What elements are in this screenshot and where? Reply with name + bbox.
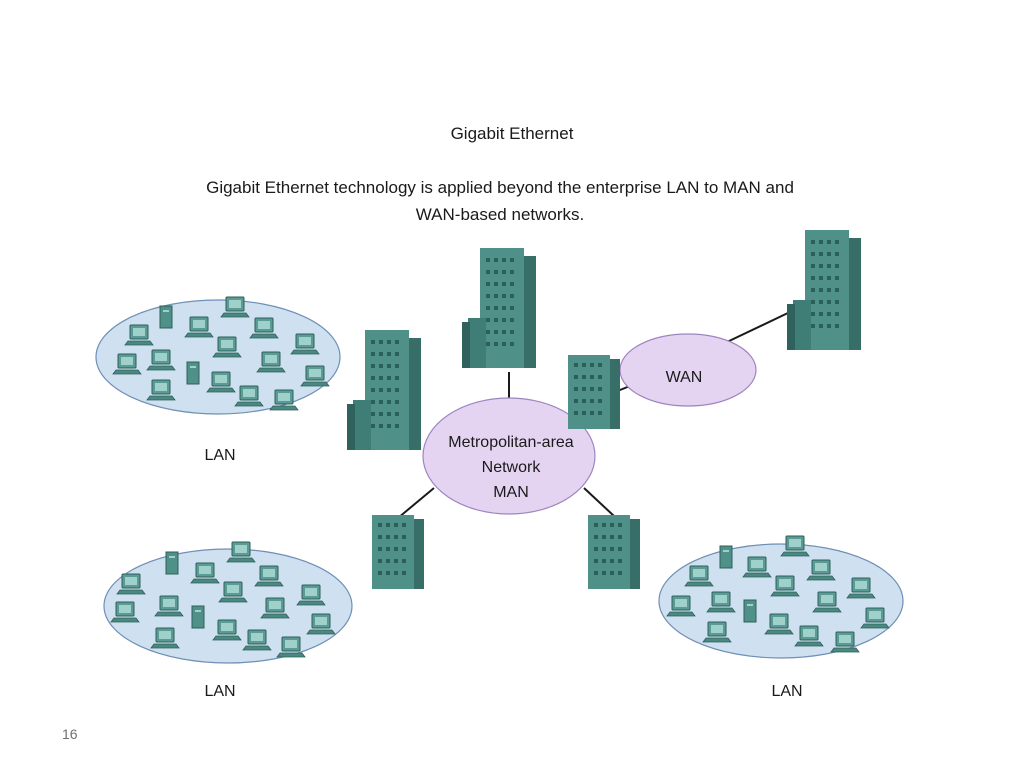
- server-icon: [743, 599, 757, 623]
- server-icon: [186, 361, 200, 385]
- server-icon: [191, 605, 205, 629]
- link-man-building-bottom-right: [583, 487, 615, 517]
- server-icon: [159, 305, 173, 329]
- slide-subtitle: Gigabit Ethernet technology is applied b…: [206, 178, 794, 224]
- wan-ellipse: [619, 333, 757, 407]
- man-label-line-1: Metropolitan-area: [448, 434, 574, 451]
- link-wan-building: [726, 311, 791, 343]
- lan-top-left-label: LAN: [204, 447, 235, 464]
- building-icon: [588, 515, 640, 589]
- lan-bottom-right-label: LAN: [771, 683, 802, 700]
- server-icon: [165, 551, 179, 575]
- building-icon: [787, 230, 861, 350]
- wan-label: WAN: [666, 369, 703, 386]
- building-icon: [347, 330, 421, 450]
- link-man-building-bottom-left: [397, 487, 435, 519]
- building-icon: [372, 515, 424, 589]
- lan-bottom-left-ellipse: [103, 548, 353, 664]
- lan-bottom-left-label: LAN: [204, 683, 235, 700]
- lan-bottom-right-ellipse: [658, 543, 904, 659]
- slide-title: Gigabit Ethernet: [450, 124, 574, 143]
- man-label-line-3: MAN: [493, 484, 529, 501]
- building-icon: [568, 355, 620, 429]
- man-label-line-2: Network: [482, 459, 542, 476]
- page-number: 16: [62, 726, 78, 742]
- building-icon: [462, 248, 536, 368]
- server-icon: [719, 545, 733, 569]
- man-ellipse: [422, 397, 596, 515]
